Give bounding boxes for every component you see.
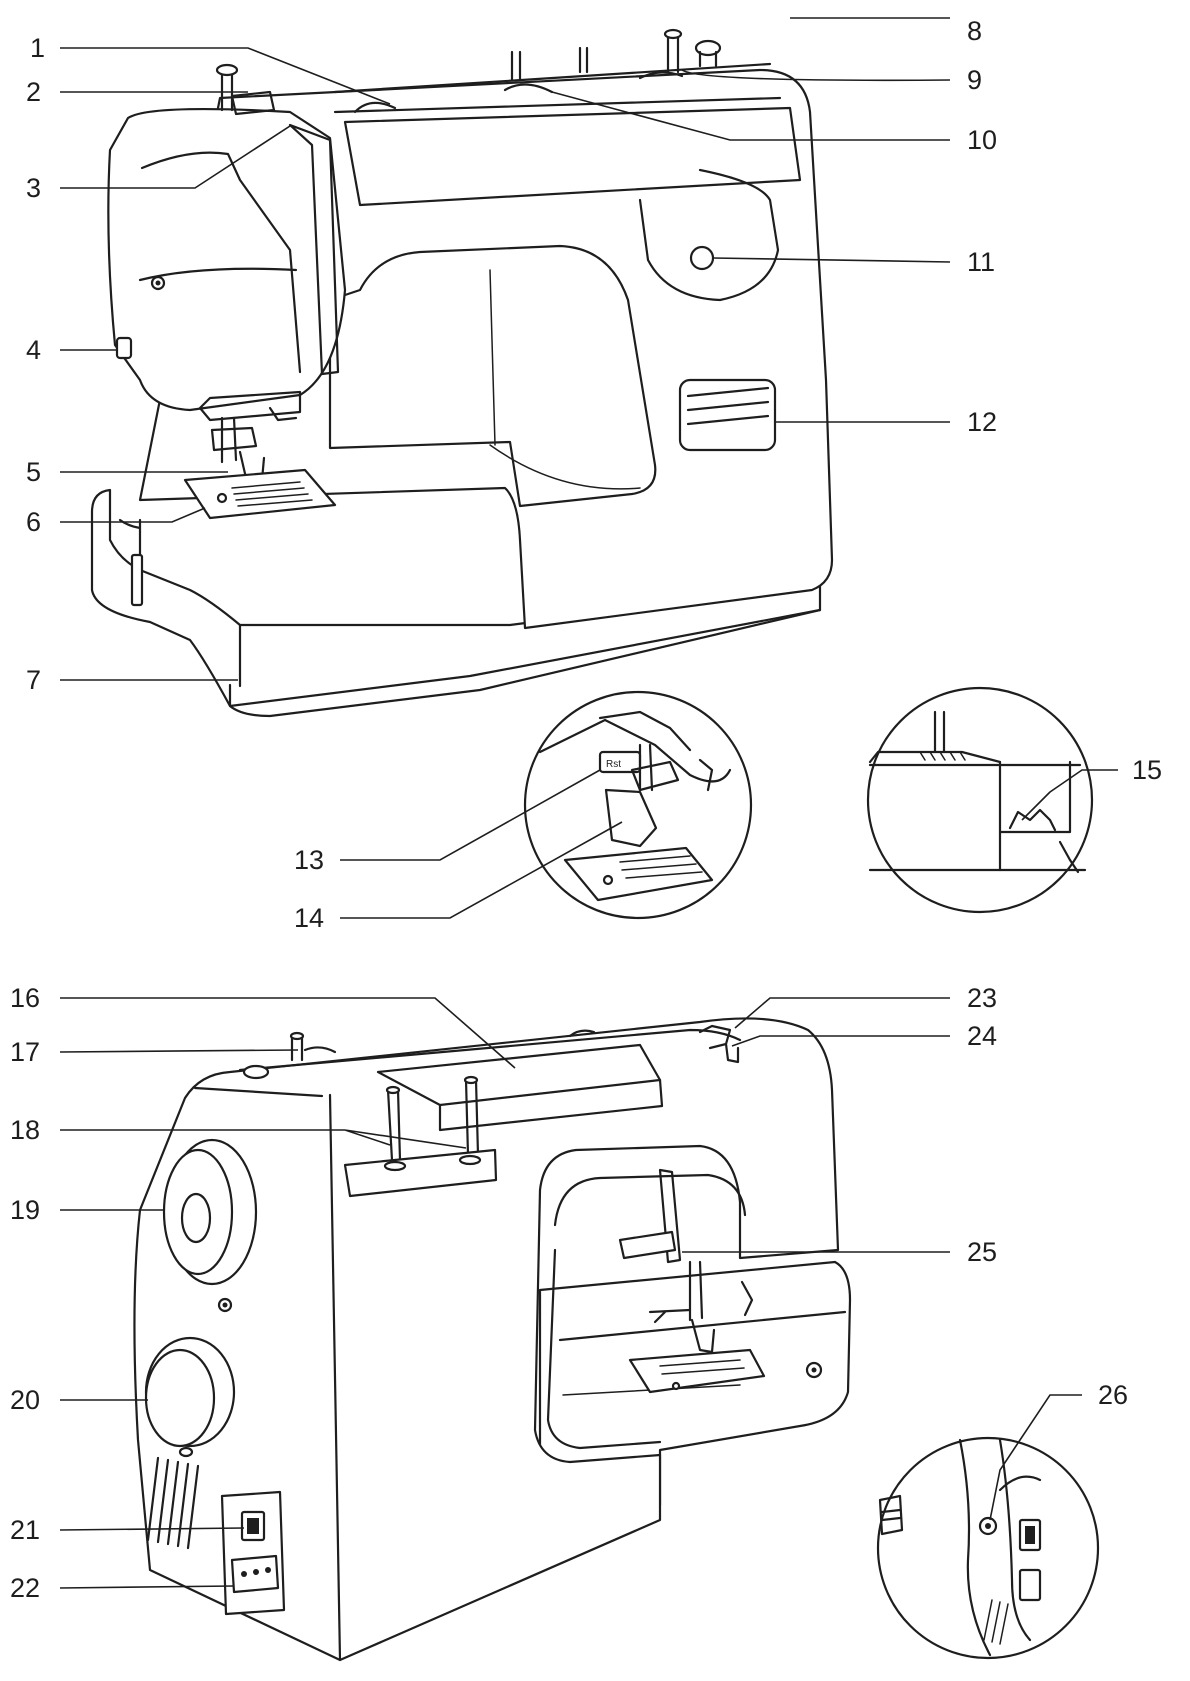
callout-14: 14	[294, 903, 324, 933]
inset-presser-foot: Rst	[523, 690, 753, 920]
callout-2: 2	[26, 77, 41, 107]
callout-numbers: 1 2 3 4 5 6 7 8 9 10 11 12 13 14 15 16 1…	[10, 16, 1162, 1603]
leader-lines	[59, 17, 1118, 1589]
callout-24: 24	[967, 1021, 997, 1051]
callout-9: 9	[967, 65, 982, 95]
callout-12: 12	[967, 407, 997, 437]
callout-4: 4	[26, 335, 41, 365]
callout-6: 6	[26, 507, 41, 537]
callout-8: 8	[967, 16, 982, 46]
callout-22: 22	[10, 1573, 40, 1603]
inset-foot-label: Rst	[606, 759, 621, 770]
rear-view-machine	[133, 1017, 852, 1662]
callout-7: 7	[26, 665, 41, 695]
callout-26: 26	[1098, 1380, 1128, 1410]
callout-18: 18	[10, 1115, 40, 1145]
callout-10: 10	[967, 125, 997, 155]
callout-13: 13	[294, 845, 324, 875]
inset-side-switch	[876, 1436, 1100, 1660]
front-view-machine	[90, 28, 834, 718]
callout-25: 25	[967, 1237, 997, 1267]
callout-20: 20	[10, 1385, 40, 1415]
callout-23: 23	[967, 983, 997, 1013]
callout-19: 19	[10, 1195, 40, 1225]
callout-1: 1	[30, 33, 45, 63]
inset-drop-feed	[866, 686, 1094, 914]
callout-21: 21	[10, 1515, 40, 1545]
callout-16: 16	[10, 983, 40, 1013]
callout-17: 17	[10, 1037, 40, 1067]
callout-3: 3	[26, 173, 41, 203]
callout-11: 11	[967, 247, 995, 277]
callout-15: 15	[1132, 755, 1162, 785]
callout-5: 5	[26, 457, 41, 487]
